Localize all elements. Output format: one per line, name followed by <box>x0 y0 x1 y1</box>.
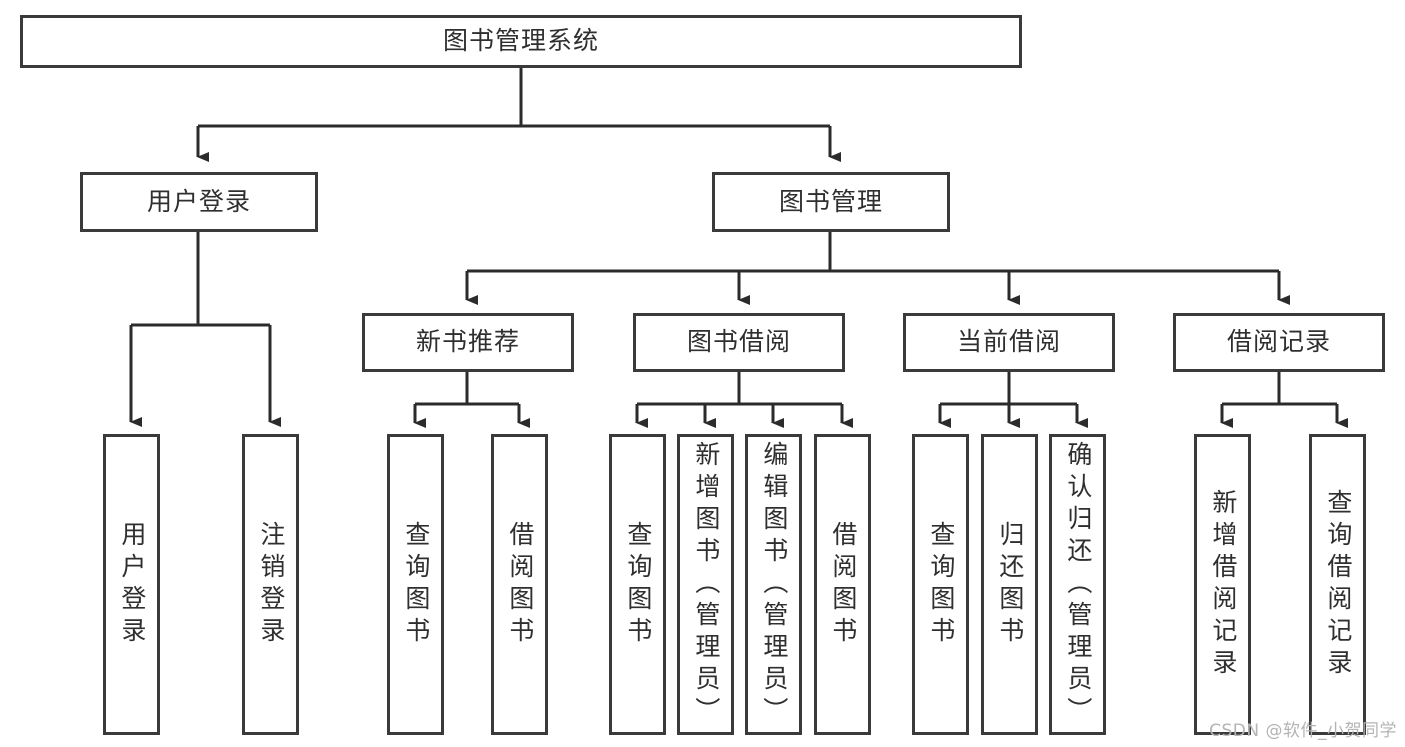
node-new-book-recommend-label: 新书推荐 <box>415 327 520 357</box>
node-leaf-query-book-1-label: 查询图书 <box>401 520 431 649</box>
node-leaf-edit-book-label: 编辑图书（管理员） <box>759 440 789 729</box>
node-leaf-return-book-label: 归还图书 <box>995 520 1025 649</box>
node-leaf-query-record-label: 查询借阅记录 <box>1323 488 1353 681</box>
node-borrow-record-label: 借阅记录 <box>1226 327 1331 357</box>
node-leaf-edit-book[interactable]: 编辑图书（管理员） <box>745 434 802 735</box>
edges-new-book-recommend <box>413 372 530 428</box>
node-root[interactable]: 图书管理系统 <box>20 15 1022 68</box>
edges-current-borrow <box>938 372 1088 428</box>
node-leaf-logout-login-label: 注销登录 <box>256 520 286 649</box>
edges-borrow-record <box>1220 372 1348 428</box>
node-leaf-user-login-label: 用户登录 <box>117 520 147 649</box>
node-leaf-confirm-return[interactable]: 确认归还（管理员） <box>1049 434 1106 735</box>
edges-root <box>196 68 841 162</box>
node-leaf-add-record[interactable]: 新增借阅记录 <box>1194 434 1251 735</box>
node-leaf-borrow-book-1[interactable]: 借阅图书 <box>491 434 548 735</box>
node-book-borrow[interactable]: 图书借阅 <box>633 313 845 372</box>
node-leaf-query-record[interactable]: 查询借阅记录 <box>1309 434 1366 735</box>
node-leaf-query-book-3[interactable]: 查询图书 <box>912 434 969 735</box>
node-root-label: 图书管理系统 <box>442 26 599 56</box>
node-leaf-query-book-1[interactable]: 查询图书 <box>387 434 444 735</box>
node-user-login[interactable]: 用户登录 <box>80 172 318 232</box>
node-book-manage[interactable]: 图书管理 <box>712 172 950 232</box>
node-leaf-return-book[interactable]: 归还图书 <box>981 434 1038 735</box>
node-user-login-label: 用户登录 <box>146 186 251 216</box>
node-leaf-confirm-return-label: 确认归还（管理员） <box>1063 440 1093 729</box>
node-borrow-record[interactable]: 借阅记录 <box>1173 313 1385 372</box>
node-new-book-recommend[interactable]: 新书推荐 <box>362 313 574 372</box>
node-leaf-add-book-label: 新增图书（管理员） <box>691 440 721 729</box>
node-leaf-logout-login[interactable]: 注销登录 <box>242 434 299 735</box>
node-leaf-query-book-2[interactable]: 查询图书 <box>609 434 666 735</box>
csdn-watermark: CSDN @软件_小贺同学 <box>1209 721 1397 741</box>
node-leaf-query-book-2-label: 查询图书 <box>623 520 653 649</box>
node-current-borrow-label: 当前借阅 <box>956 327 1061 357</box>
node-leaf-add-record-label: 新增借阅记录 <box>1208 488 1238 681</box>
edges-book-manage <box>465 232 1290 305</box>
node-book-manage-label: 图书管理 <box>778 186 883 216</box>
node-book-borrow-label: 图书借阅 <box>686 327 791 357</box>
node-leaf-query-book-3-label: 查询图书 <box>926 520 956 649</box>
node-current-borrow[interactable]: 当前借阅 <box>903 313 1115 372</box>
node-leaf-add-book[interactable]: 新增图书（管理员） <box>677 434 734 735</box>
node-leaf-borrow-book-2[interactable]: 借阅图书 <box>814 434 871 735</box>
edges-book-borrow <box>635 372 853 428</box>
node-leaf-borrow-book-2-label: 借阅图书 <box>828 520 858 649</box>
node-leaf-borrow-book-1-label: 借阅图书 <box>505 520 535 649</box>
edges-user-login <box>129 232 281 427</box>
node-leaf-user-login[interactable]: 用户登录 <box>103 434 160 735</box>
